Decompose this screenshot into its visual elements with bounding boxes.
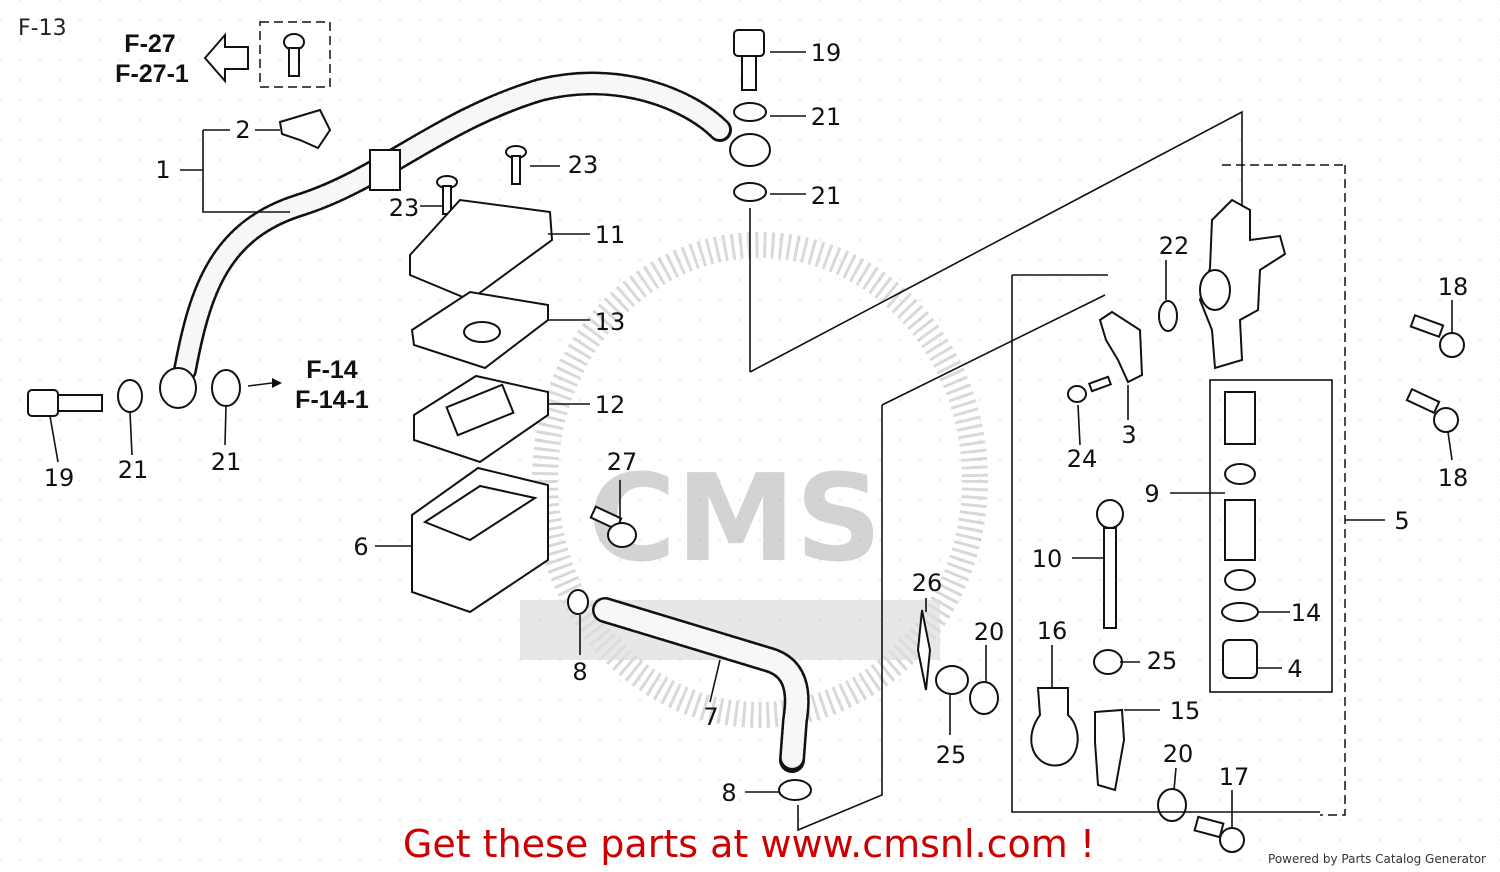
label-part-18-b[interactable]: 18: [1438, 464, 1469, 492]
label-part-23-b[interactable]: 23: [389, 194, 420, 222]
ref-f14[interactable]: F-14 F-14-1: [247, 356, 369, 414]
screw-part-24[interactable]: [1067, 375, 1113, 403]
label-part-19-a[interactable]: 19: [44, 464, 75, 492]
bolt-part-18-a[interactable]: [1409, 313, 1465, 358]
boot-part-4[interactable]: [1222, 639, 1258, 679]
svg-text:F-14: F-14: [306, 356, 358, 384]
label-part-9[interactable]: 9: [1144, 480, 1159, 508]
push-rod-part-10[interactable]: [1096, 499, 1124, 629]
label-part-12[interactable]: 12: [595, 391, 626, 419]
label-part-25-b[interactable]: 25: [1147, 647, 1178, 675]
washer-part-20-b[interactable]: [1157, 788, 1187, 822]
label-part-10[interactable]: 10: [1032, 545, 1063, 573]
cotter-pin-part-26[interactable]: [916, 609, 932, 691]
washer-part-21-d[interactable]: [733, 182, 767, 202]
piston-set-part-9[interactable]: [1224, 391, 1256, 591]
buy-parts-link[interactable]: Get these parts at www.cmsnl.com !: [0, 822, 1500, 866]
label-part-21-a[interactable]: 21: [118, 456, 149, 484]
part-number-labels: 1 2 3 4 5 6 7 8 8 9 10 11 12 13 14 15 16…: [44, 39, 1469, 807]
assembly-frame-inner: [1011, 275, 1320, 813]
label-part-21-b[interactable]: 21: [211, 448, 242, 476]
label-part-17[interactable]: 17: [1219, 763, 1250, 791]
bolt-ref-box: [259, 21, 331, 88]
label-part-11[interactable]: 11: [595, 221, 626, 249]
buy-parts-link-text: Get these parts at www.cmsnl.com !: [402, 822, 1096, 866]
label-part-6[interactable]: 6: [353, 533, 368, 561]
nut-part-25-a[interactable]: [935, 665, 969, 695]
label-part-15[interactable]: 15: [1170, 697, 1201, 725]
svg-text:F-14-1: F-14-1: [295, 386, 369, 414]
joint-part-15[interactable]: [1094, 708, 1126, 792]
bolt-part-27[interactable]: [589, 505, 637, 548]
hose-grommet: [369, 149, 401, 191]
hose-clip-part-8-a[interactable]: [567, 589, 589, 615]
label-part-7[interactable]: 7: [703, 703, 718, 731]
washer-part-21-a[interactable]: [117, 379, 143, 413]
label-part-16[interactable]: 16: [1037, 617, 1068, 645]
label-part-1[interactable]: 1: [155, 156, 170, 184]
page-id-label: F-13: [18, 16, 67, 41]
arrow-right-icon: [272, 378, 282, 388]
svg-text:CMS: CMS: [588, 450, 882, 589]
assembly-frame-5: [1320, 165, 1346, 816]
label-part-2[interactable]: 2: [235, 116, 250, 144]
brake-hose-part-1[interactable]: [159, 71, 771, 409]
generator-credit: Powered by Parts Catalog Generator: [1268, 852, 1486, 866]
label-part-20-a[interactable]: 20: [974, 618, 1005, 646]
screw-part-23-a[interactable]: [505, 145, 527, 185]
washer-part-21-b[interactable]: [211, 369, 241, 407]
o-ring-part-22[interactable]: [1158, 300, 1178, 332]
label-part-13[interactable]: 13: [595, 308, 626, 336]
label-part-25-a[interactable]: 25: [936, 741, 967, 769]
label-part-23-a[interactable]: 23: [568, 151, 599, 179]
piston-set-frame: [1209, 379, 1333, 693]
banjo-bolt-part-19-top[interactable]: [733, 29, 765, 91]
label-part-14[interactable]: 14: [1291, 599, 1322, 627]
label-part-19-b[interactable]: 19: [811, 39, 842, 67]
label-part-22[interactable]: 22: [1159, 232, 1190, 260]
label-part-5[interactable]: 5: [1394, 507, 1409, 535]
banjo-bolt-part-19-left[interactable]: [27, 389, 103, 417]
svg-text:F-27-1: F-27-1: [115, 60, 189, 88]
label-part-18-a[interactable]: 18: [1438, 273, 1469, 301]
reservoir-cap-part-11[interactable]: [409, 198, 554, 302]
watermark-logo: CMS: [520, 232, 988, 728]
label-part-4[interactable]: 4: [1287, 655, 1302, 683]
label-part-20-b[interactable]: 20: [1163, 740, 1194, 768]
label-part-27[interactable]: 27: [607, 448, 638, 476]
ref-f27[interactable]: F-27 F-27-1: [115, 21, 331, 88]
master-cylinder-body-part-5[interactable]: [1198, 198, 1287, 370]
circlip-part-14[interactable]: [1221, 602, 1259, 622]
washer-part-20-a[interactable]: [969, 681, 999, 715]
label-part-3[interactable]: 3: [1121, 421, 1136, 449]
hose-joint-part-3[interactable]: [1098, 310, 1144, 384]
bolt-icon: [283, 33, 305, 77]
banjo-fitting-top: [729, 133, 771, 167]
joint-part-16[interactable]: [1030, 687, 1079, 767]
label-part-8-a[interactable]: 8: [572, 658, 587, 686]
label-part-24[interactable]: 24: [1067, 445, 1098, 473]
washer-part-21-c[interactable]: [733, 102, 767, 122]
label-part-8-b[interactable]: 8: [721, 779, 736, 807]
label-part-21-d[interactable]: 21: [811, 182, 842, 210]
nut-part-25-b[interactable]: [1093, 649, 1123, 675]
label-part-21-c[interactable]: 21: [811, 103, 842, 131]
bolt-part-18-b[interactable]: [1405, 387, 1459, 433]
label-part-26[interactable]: 26: [912, 569, 943, 597]
hose-clip-part-8-b[interactable]: [778, 779, 812, 801]
hose-clamp-part-2[interactable]: [278, 108, 332, 150]
banjo-fitting: [159, 367, 197, 409]
arrow-left-icon: [203, 32, 249, 84]
svg-text:F-27: F-27: [124, 30, 175, 58]
